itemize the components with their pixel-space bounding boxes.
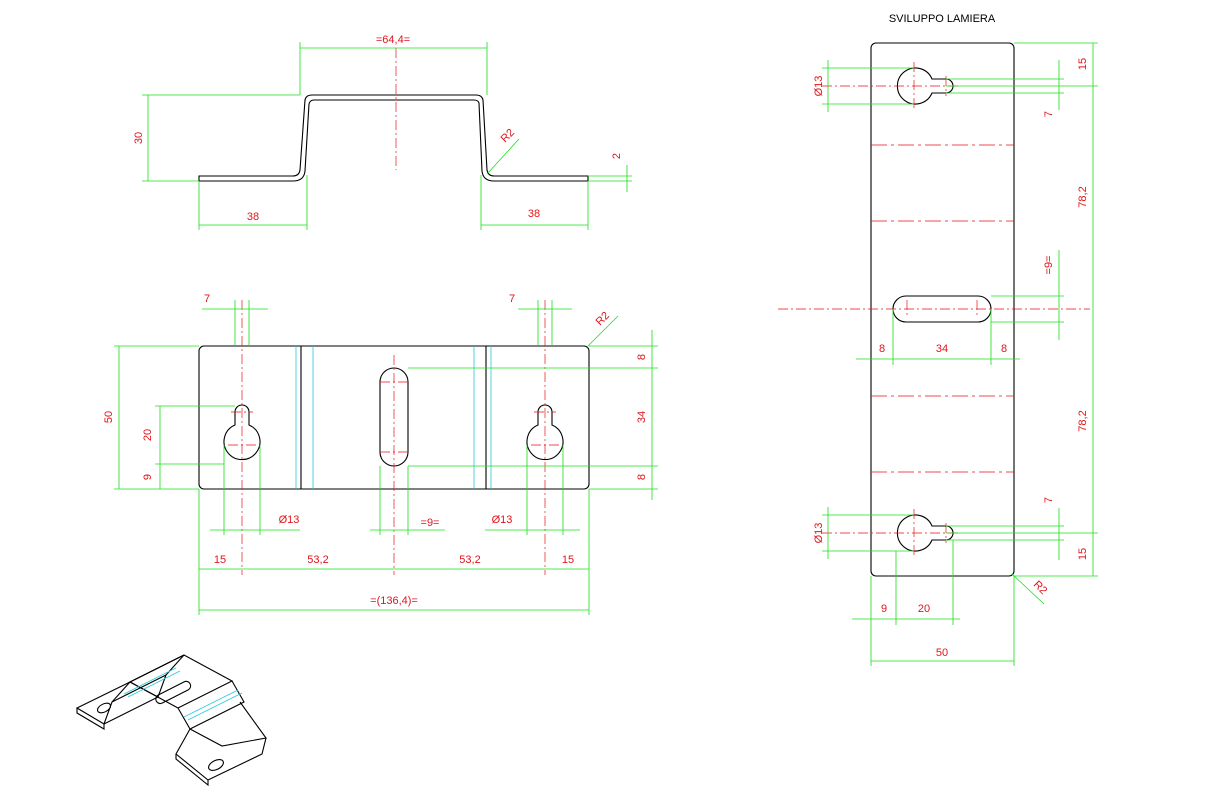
flat-slot-length: 34 <box>936 343 948 355</box>
front-total-height: 50 <box>103 411 115 423</box>
front-view: 7 7 R2 50 20 9 8 34 8 Ø13 =9= <box>103 293 658 615</box>
flat-top-edge: 15 <box>1077 58 1089 70</box>
side-top-width: =64,4= <box>376 34 410 46</box>
flat-pattern-view: SVILUPPO LAMIERA Ø13 Ø13 <box>778 13 1098 666</box>
front-hole-dia-left: Ø13 <box>279 514 300 526</box>
flat-span-lower: 78,2 <box>1077 410 1089 431</box>
flat-slot-width: =9= <box>1043 256 1055 275</box>
front-overall-length: =(136,4)= <box>370 595 418 607</box>
side-bend-radius: R2 <box>499 127 517 145</box>
side-flange-right: 38 <box>528 208 540 220</box>
front-slot-length: 34 <box>636 411 648 423</box>
front-key-offset-left: 7 <box>204 293 210 305</box>
side-flange-left: 38 <box>247 211 259 223</box>
front-edge-left: 15 <box>214 554 226 566</box>
side-thickness: 2 <box>611 153 623 159</box>
flat-top-hole-dia: Ø13 <box>813 76 825 97</box>
flat-key-length: 20 <box>918 603 930 615</box>
flat-top-key: 7 <box>1043 111 1055 117</box>
front-hole-dia-right: Ø13 <box>492 514 513 526</box>
front-corner-radius: R2 <box>594 310 612 328</box>
front-slot-width: =9= <box>421 517 440 529</box>
flat-width: 50 <box>936 647 948 659</box>
flat-bottom-hole-dia: Ø13 <box>813 523 825 544</box>
isometric-view <box>75 654 267 787</box>
front-pitch-left: 53,2 <box>307 554 328 566</box>
front-edge-right: 15 <box>562 554 574 566</box>
flat-span-upper: 78,2 <box>1077 186 1089 207</box>
flat-hole-offset: 9 <box>881 603 887 615</box>
front-key-spacing: 20 <box>142 429 154 441</box>
side-profile-outer <box>198 94 589 182</box>
side-height: 30 <box>133 132 145 144</box>
flat-outline <box>870 42 1015 577</box>
front-edge-top: 8 <box>636 354 648 360</box>
flat-pattern-title: SVILUPPO LAMIERA <box>889 13 996 25</box>
side-view: =64,4= 30 38 38 2 R2 <box>133 34 632 230</box>
front-edge-bottom: 8 <box>636 474 648 480</box>
front-key-bottom: 9 <box>142 474 154 480</box>
flat-bottom-key: 7 <box>1043 497 1055 503</box>
flat-slot-margin-left: 8 <box>879 343 885 355</box>
front-key-offset-right: 7 <box>509 293 515 305</box>
flat-slot-margin-right: 8 <box>1001 343 1007 355</box>
front-pitch-right: 53,2 <box>459 554 480 566</box>
flat-bottom-edge: 15 <box>1077 548 1089 560</box>
